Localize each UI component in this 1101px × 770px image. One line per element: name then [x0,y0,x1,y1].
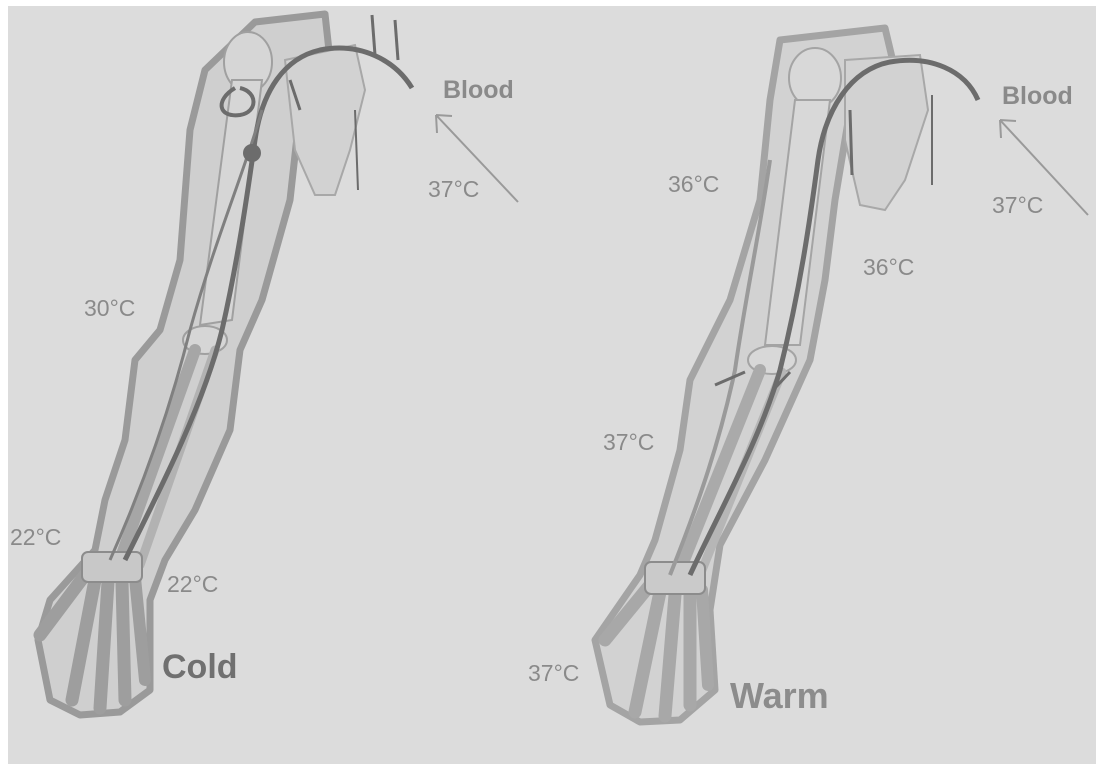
warm-condition-label: Warm [730,678,829,714]
warm-finger-5 [702,590,708,685]
cold-wrist-temp-left-label: 22°C [10,526,61,549]
warm-shoulder-temp-label: 36°C [668,173,719,196]
warm-hand-temp-label: 37°C [528,662,579,685]
cold-finger-4 [122,582,125,700]
cold-condition-label: Cold [162,650,238,684]
cold-artery-temp-label: 37°C [428,178,479,201]
warm-upper-arm-temp-label: 36°C [863,256,914,279]
cold-upper-arm-temp-label: 30°C [84,297,135,320]
cold-artery-node [243,144,261,162]
cold-finger-3 [100,582,108,708]
warm-vessel-branch-1 [850,110,852,175]
warm-blood-label: Blood [1002,84,1073,109]
warm-artery-temp-label: 37°C [992,194,1043,217]
warm-forearm-temp-label: 37°C [603,431,654,454]
cold-blood-label: Blood [443,78,514,103]
cold-wrist-temp-right-label: 22°C [167,573,218,596]
